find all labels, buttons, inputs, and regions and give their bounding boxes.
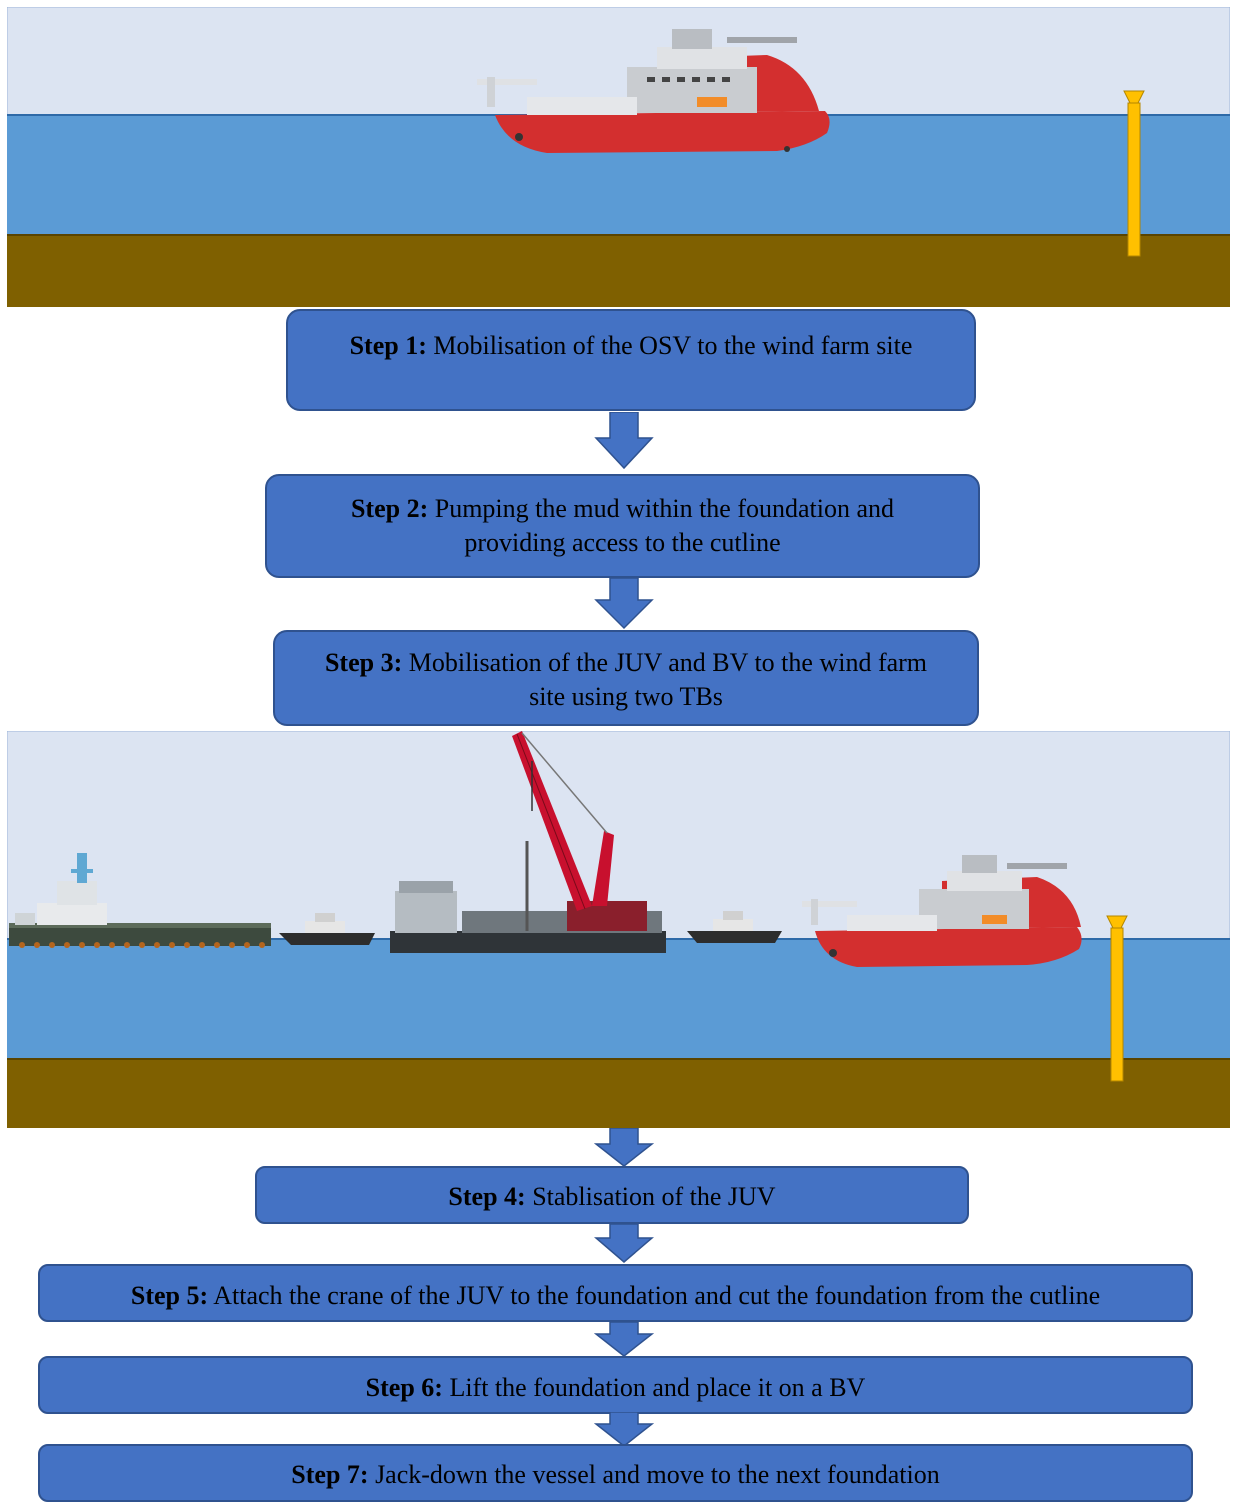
step-5-text: Attach the crane of the JUV to the found…: [213, 1281, 1101, 1310]
step-2-label: Step 2:: [350, 494, 429, 523]
step-4-label: Step 4:: [448, 1182, 526, 1211]
arrow-down-1: [594, 412, 654, 470]
step-1-label: Step 1:: [349, 331, 427, 360]
step-6-box: Step 6: Lift the foundation and place it…: [38, 1356, 1193, 1414]
step-6-text: Lift the foundation and place it on a BV: [449, 1373, 866, 1402]
step-7-box: Step 7: Jack-down the vessel and move to…: [38, 1444, 1193, 1502]
arrow-down-7: [594, 1412, 654, 1448]
step-2-box: Step 2: Pumping the mud within the found…: [265, 474, 980, 578]
step-7-label: Step 7:: [291, 1460, 369, 1489]
osv-ship: [477, 29, 830, 153]
scene-osv-mobilisation: [7, 7, 1230, 307]
step-2-text: Pumping the mud within the foundation an…: [434, 494, 895, 557]
jack-up-vessel-juv: [390, 731, 666, 953]
step-5-box: Step 5: Attach the crane of the JUV to t…: [38, 1264, 1193, 1322]
arrow-down-6: [594, 1322, 654, 1358]
osv-ship: [802, 855, 1082, 967]
step-5-label: Step 5:: [130, 1281, 209, 1310]
step-1-text: Mobilisation of the OSV to the wind farm…: [433, 331, 913, 360]
arrow-down-2: [594, 578, 654, 630]
tug-boat: [687, 911, 782, 943]
foundation-pile: [1123, 90, 1145, 257]
step-3-box: Step 3: Mobilisation of the JUV and BV t…: [273, 630, 979, 726]
step-7-text: Jack-down the vessel and move to the nex…: [375, 1460, 940, 1489]
step-4-box: Step 4: Stablisation of the JUV: [255, 1166, 969, 1224]
arrow-down-4: [594, 1128, 654, 1168]
step-4-text: Stablisation of the JUV: [532, 1182, 776, 1211]
barge-bv: [9, 853, 271, 948]
scene-juv-operations: [7, 731, 1230, 1128]
step-6-label: Step 6:: [365, 1373, 443, 1402]
tug-boat: [279, 913, 375, 945]
seabed: [7, 1059, 1230, 1128]
arrow-down-5: [594, 1224, 654, 1264]
step-3-text: Mobilisation of the JUV and BV to the wi…: [408, 648, 928, 711]
foundation-pile: [1106, 915, 1128, 1082]
step-3-label: Step 3:: [324, 648, 403, 677]
step-1-box: Step 1: Mobilisation of the OSV to the w…: [286, 309, 976, 411]
seabed: [7, 235, 1230, 307]
